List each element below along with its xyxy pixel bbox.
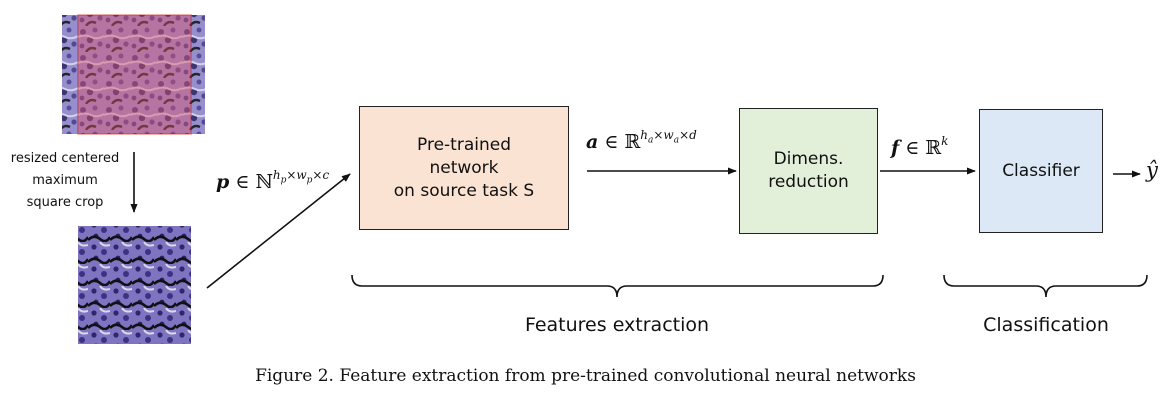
- feature-exp: k: [941, 134, 949, 148]
- features-extraction-label: Features extraction: [524, 314, 710, 336]
- activation-exp-sub2: a: [673, 135, 680, 146]
- cropped-patch-image: [78, 226, 191, 344]
- input-arrow: [206, 173, 351, 289]
- dimred-line-2: reduction: [768, 172, 849, 192]
- activation-exp-x1: ×w: [653, 128, 674, 142]
- patch-exp-sub2: p: [306, 175, 313, 186]
- activation-exp-x2: ×d: [679, 128, 697, 142]
- classifier-block: Classifier: [979, 109, 1103, 233]
- classification-label: Classification: [983, 314, 1109, 336]
- crop-label: resized centered maximum square crop: [2, 148, 128, 214]
- classification-brace: [943, 274, 1148, 298]
- activation-set: ∈ ℝ: [604, 131, 641, 153]
- classifier-line-1: Classifier: [1002, 160, 1080, 181]
- feature-var: f: [891, 137, 900, 159]
- patch-set: ∈ ℕ: [235, 171, 273, 193]
- crop-region: [77, 14, 192, 135]
- dimred-line-1: Dimens.: [773, 149, 844, 169]
- patch-exp: h: [272, 168, 281, 182]
- patch-exp-x1: ×w: [286, 168, 307, 182]
- patch-exp-x2: ×c: [312, 168, 330, 182]
- activation-exp: h: [640, 128, 648, 142]
- dimension-reduction-block: Dimens. reduction: [739, 108, 878, 234]
- activation-exp-sub1: a: [648, 135, 654, 146]
- output-symbol-text: ŷ: [1146, 158, 1158, 182]
- crop-label-line-1: resized centered: [10, 151, 120, 166]
- pretrained-line-3: on source task S: [393, 180, 535, 201]
- patch-exp-sub1: p: [280, 175, 287, 186]
- feature-symbol: f ∈ ℝk: [891, 134, 948, 159]
- pretrained-line-1: Pre-trained: [417, 134, 511, 155]
- patch-var: p: [216, 171, 230, 193]
- feature-set: ∈ ℝ: [905, 137, 942, 159]
- features-brace: [351, 274, 884, 298]
- activation-var: a: [586, 131, 599, 153]
- crop-label-line-2: maximum: [32, 173, 98, 188]
- patch-symbol: p ∈ ℕhp×wp×c: [216, 168, 329, 193]
- pretrained-network-block: Pre-trained network on source task S: [359, 106, 569, 230]
- pretrained-line-2: network: [429, 157, 499, 178]
- original-image: [62, 14, 205, 135]
- activation-symbol: a ∈ ℝha×wa×d: [586, 128, 697, 153]
- figure-caption: Figure 2. Feature extraction from pre-tr…: [255, 366, 916, 386]
- output-symbol: ŷ: [1146, 158, 1158, 182]
- crop-label-line-3: square crop: [26, 195, 104, 210]
